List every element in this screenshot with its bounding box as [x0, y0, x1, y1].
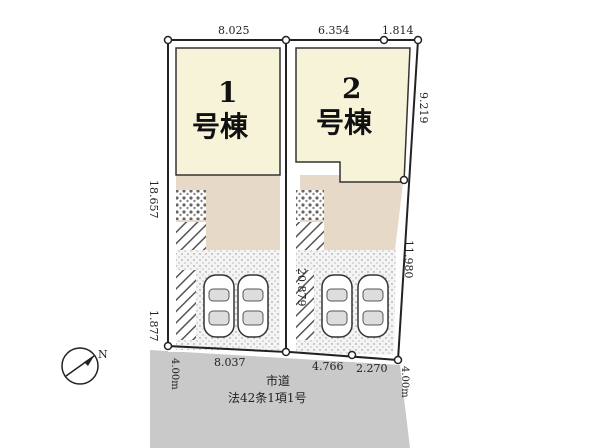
compass-icon: N [61, 347, 108, 385]
lot-2-planting [296, 190, 324, 220]
lot-2-label: 号棟 [316, 106, 373, 139]
car-1b [237, 274, 269, 338]
car-1a [203, 274, 235, 338]
dim-top-right: 1.814 [382, 24, 414, 37]
lot-1-label: 号棟 [192, 110, 249, 143]
dim-right-upper: 9.219 [417, 92, 430, 124]
dim-top-mid: 6.354 [318, 24, 350, 37]
dim-bottom-right: 2.270 [356, 362, 388, 375]
lot-1-number: 1 [218, 76, 237, 109]
road-name: 市道 [266, 373, 290, 388]
lot-2-boundary [289, 39, 420, 362]
road-area [150, 350, 410, 448]
lot-2-yard [300, 175, 404, 250]
car-2b [357, 274, 389, 338]
lot-2-stripes-b [296, 270, 314, 340]
dim-left-long: 18.657 [147, 180, 160, 219]
lot-2-building [295, 47, 411, 183]
road-rule: 法42条1項1号 [228, 391, 307, 405]
road-width-left: 4.00m [169, 358, 180, 390]
cars [203, 274, 389, 338]
dim-left-short: 1.877 [147, 310, 160, 342]
lot-1-stripes-b [176, 270, 196, 340]
lot-1-building [175, 47, 281, 176]
lot-1-planting [176, 190, 206, 220]
car-2a [321, 274, 353, 338]
dim-center: 20.879 [295, 268, 308, 307]
boundary-markers [163, 35, 423, 365]
road-width-right: 4.00m [399, 366, 410, 398]
dim-top-left: 8.025 [218, 24, 250, 37]
dim-right-lower: 11.980 [402, 240, 415, 279]
compass-label: N [98, 348, 108, 361]
dim-bottom-mid: 4.766 [312, 360, 344, 373]
dim-bottom-left: 8.037 [214, 356, 246, 369]
lot-2-number: 2 [342, 72, 361, 105]
